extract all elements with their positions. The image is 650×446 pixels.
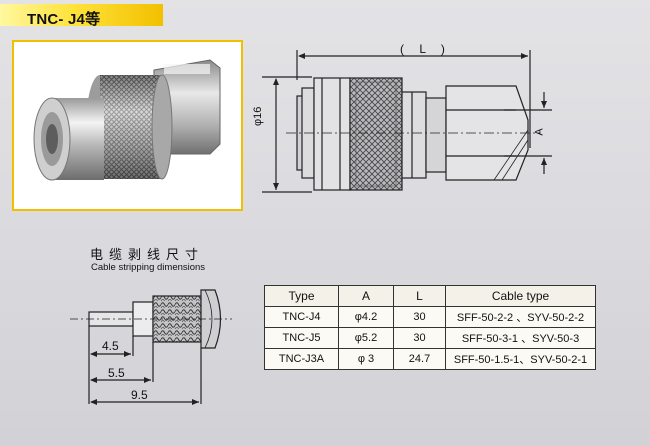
diameter-dimension-label: φ16 — [252, 106, 264, 126]
header-a: A — [338, 285, 394, 307]
cable-stripping-view — [70, 289, 232, 405]
connector-side-view — [262, 50, 552, 193]
length-dimension-label: ( L ) — [400, 42, 451, 56]
product-photo — [12, 40, 243, 211]
cell-l: 30 — [393, 327, 446, 349]
cell-cable-type: SFF-50-3-1 、SYV-50-3 — [445, 327, 596, 349]
page-title: TNC- J4等 — [27, 11, 101, 28]
title-bar — [0, 4, 163, 26]
cell-a: φ4.2 — [338, 306, 394, 328]
stripping-title-en: Cable stripping dimensions — [91, 262, 206, 273]
cell-type: TNC-J3A — [264, 348, 339, 370]
spec-table: Type A L Cable type TNC-J4 φ4.2 30 SFF-5… — [264, 285, 596, 370]
cell-type: TNC-J4 — [264, 306, 339, 328]
table-row: TNC-J3A φ 3 24.7 SFF-50-1.5-1、SYV-50-2-1 — [264, 348, 596, 370]
header-type: Type — [264, 285, 339, 307]
header-l: L — [393, 285, 446, 307]
cell-a: φ 3 — [338, 348, 394, 370]
strip-dim-3: 9.5 — [131, 388, 148, 402]
cell-a: φ5.2 — [338, 327, 394, 349]
strip-dim-1: 4.5 — [102, 339, 119, 353]
cell-cable-type: SFF-50-2-2 、SYV-50-2-2 — [445, 306, 596, 328]
strip-dim-2: 5.5 — [108, 366, 125, 380]
cell-l: 24.7 — [393, 348, 446, 370]
table-header-row: Type A L Cable type — [264, 285, 596, 307]
cell-type: TNC-J5 — [264, 327, 339, 349]
cell-l: 30 — [393, 306, 446, 328]
table-row: TNC-J5 φ5.2 30 SFF-50-3-1 、SYV-50-3 — [264, 327, 596, 349]
table-row: TNC-J4 φ4.2 30 SFF-50-2-2 、SYV-50-2-2 — [264, 306, 596, 328]
a-dimension-label: A — [533, 128, 546, 136]
header-cable-type: Cable type — [445, 285, 596, 307]
stripping-title-cn: 电缆剥线尺寸 — [90, 247, 205, 262]
cell-cable-type: SFF-50-1.5-1、SYV-50-2-1 — [445, 348, 596, 370]
connector-photo-graphic — [33, 59, 221, 181]
